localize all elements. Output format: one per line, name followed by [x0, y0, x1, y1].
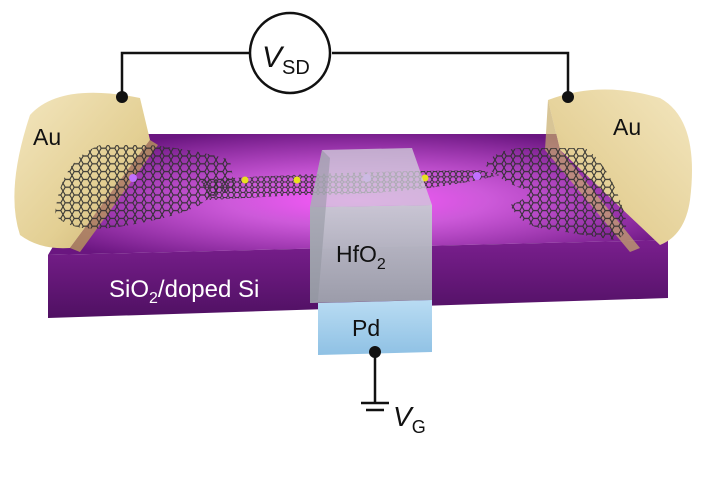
substrate-label: SiO2/doped Si: [109, 276, 259, 307]
graphene-sheet: [55, 145, 627, 240]
voltmeter-icon: [248, 11, 332, 95]
contact-node-gate: [369, 346, 381, 358]
ground-icon: [361, 401, 389, 412]
au-right-label: Au: [613, 114, 641, 140]
graphene-right-pad: [485, 148, 627, 240]
contact-node-left: [116, 91, 128, 103]
contact-node-right: [562, 91, 574, 103]
molecule-dot: [421, 174, 429, 182]
molecule-dot: [473, 172, 481, 180]
vg-label: VG: [393, 401, 426, 437]
gate-metal-label: Pd: [352, 315, 380, 341]
vsd-label: VSD: [262, 41, 310, 79]
wire-left: [120, 51, 250, 97]
molecule-dot: [241, 176, 249, 184]
wire-right: [332, 51, 570, 97]
au-left-label: Au: [33, 124, 61, 150]
gold-electrode-right: [545, 89, 692, 252]
molecule-dot: [129, 174, 137, 182]
gate-oxide-label: HfO2: [336, 241, 386, 273]
gate-metal-block: [318, 300, 432, 355]
graphene-left-pad: [55, 145, 235, 229]
gate-oxide-block: [310, 148, 432, 303]
circuit-wires: [120, 51, 570, 403]
molecule-dot: [293, 176, 301, 184]
